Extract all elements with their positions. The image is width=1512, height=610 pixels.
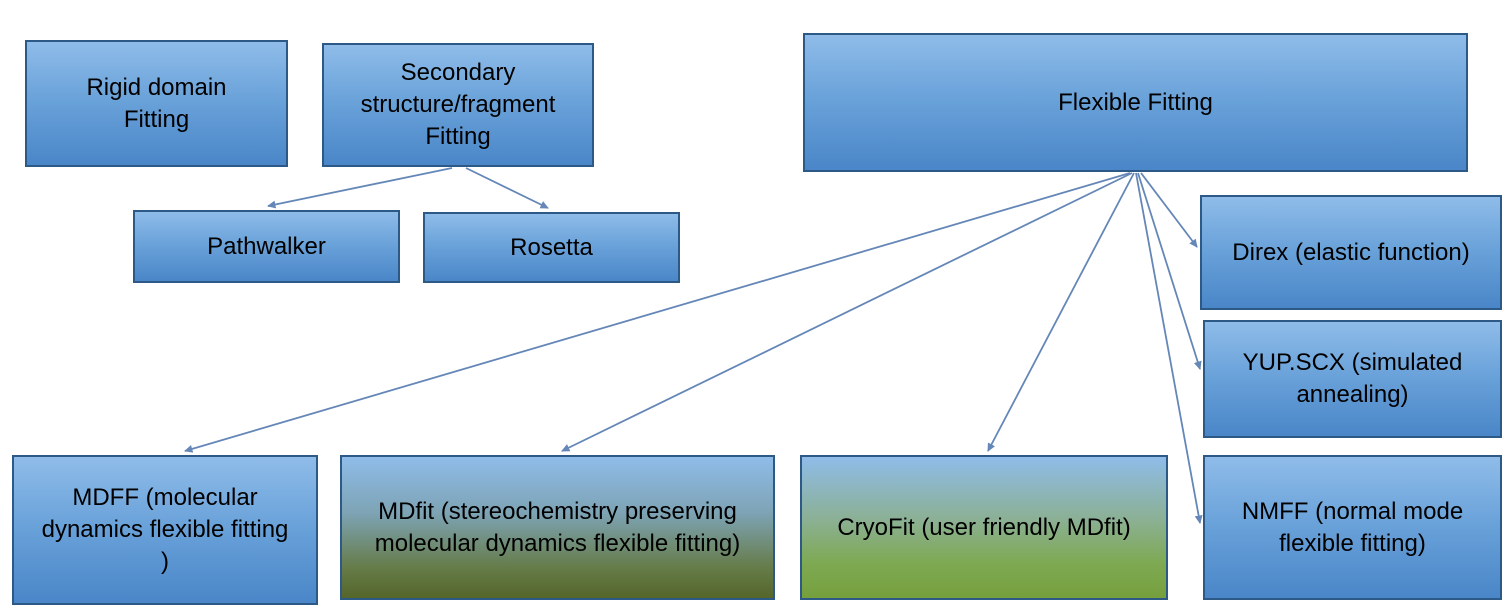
node-direx-label: Direx (elastic function) (1232, 238, 1470, 266)
node-nmff: NMFF (normal mode flexible fitting) (1203, 455, 1502, 600)
node-yup-scx-label: YUP.SCX (simulated annealing) (1242, 349, 1463, 408)
node-mdfit-label: MDfit (stereochemistry preserving molecu… (374, 497, 741, 557)
node-mdff: MDFF (molecular dynamics flexible fittin… (12, 455, 318, 605)
edge-secondary-to-rosetta (465, 167, 549, 209)
edge-flexible-to-yupscx (1137, 172, 1202, 370)
node-nmff-label: NMFF (normal mode flexible fitting) (1241, 497, 1464, 557)
node-rigid-domain-fitting-label: Rigid domain Fitting (86, 73, 227, 133)
node-yup-scx: YUP.SCX (simulated annealing) (1203, 320, 1502, 438)
edge-flexible-to-cryofit (987, 172, 1135, 452)
node-flexible-fitting-label: Flexible Fitting (1058, 88, 1213, 116)
node-secondary-structure-fragment-fitting-label: Secondary structure/fragment Fitting (360, 59, 556, 150)
node-pathwalker: Pathwalker (133, 210, 400, 283)
node-rosetta: Rosetta (423, 212, 680, 283)
node-pathwalker-label: Pathwalker (207, 232, 326, 260)
node-rigid-domain-fitting: Rigid domain Fitting (25, 40, 288, 167)
node-direx: Direx (elastic function) (1200, 195, 1502, 310)
node-mdff-label: MDFF (molecular dynamics flexible fittin… (41, 484, 289, 575)
edge-secondary-to-pathwalker (267, 167, 453, 209)
node-cryofit: CryoFit (user friendly MDfit) (800, 455, 1168, 600)
edge-flexible-to-direx (1140, 172, 1198, 248)
node-flexible-fitting: Flexible Fitting (803, 33, 1468, 172)
node-cryofit-label: CryoFit (user friendly MDfit) (837, 513, 1131, 541)
node-rosetta-label: Rosetta (510, 233, 593, 261)
node-secondary-structure-fragment-fitting: Secondary structure/fragment Fitting (322, 43, 594, 167)
node-mdfit: MDfit (stereochemistry preserving molecu… (340, 455, 775, 600)
